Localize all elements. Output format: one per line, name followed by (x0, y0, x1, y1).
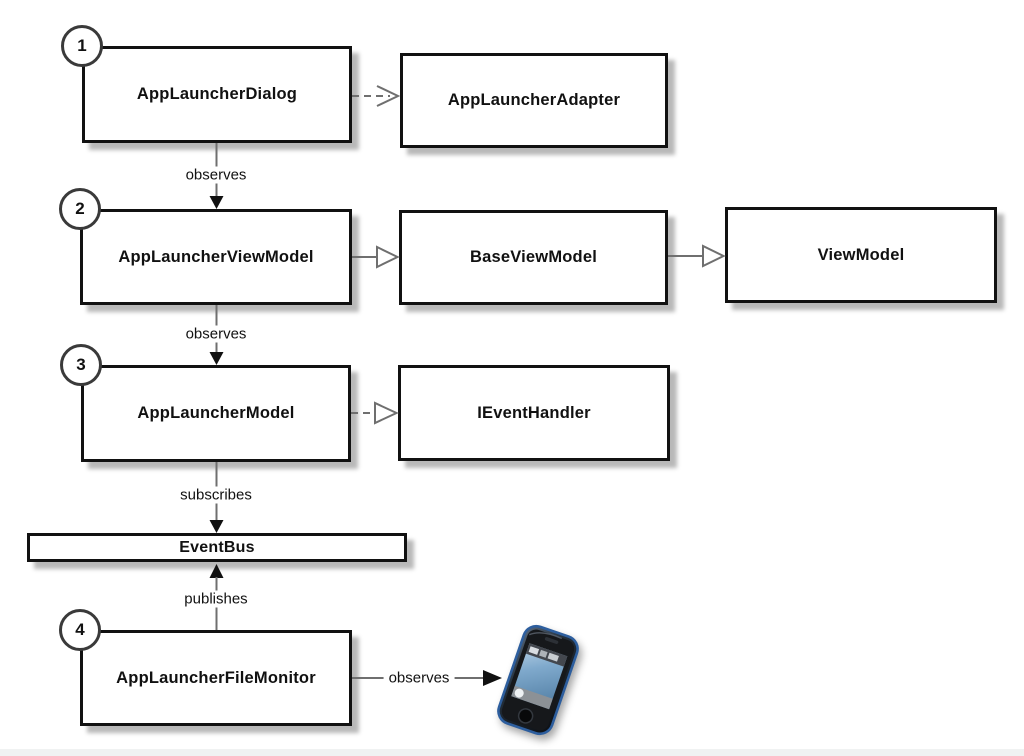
edge-label-observes-1: observes (180, 166, 252, 184)
class-name: ViewModel (817, 245, 905, 264)
edge-label-publishes: publishes (179, 590, 253, 608)
edge-label-subscribes: subscribes (175, 486, 257, 504)
edge-inheritance-viewmodel-baseviewmodel (352, 245, 400, 269)
step-badge-1: 1 (61, 25, 103, 67)
class-name: EventBus (179, 538, 255, 556)
bottom-strip (0, 749, 1024, 756)
edge-label-observes-3: observes (383, 669, 455, 687)
class-box-viewmodel: ViewModel (725, 207, 997, 303)
class-box-baseviewmodel: BaseViewModel (399, 210, 668, 305)
edge-inheritance-baseviewmodel-viewmodel (668, 244, 726, 268)
class-box-applauncheradapter: AppLauncherAdapter (400, 53, 668, 148)
step-badge-3: 3 (60, 344, 102, 386)
class-box-applauncherdialog: AppLauncherDialog (82, 46, 352, 143)
class-name: AppLauncherFileMonitor (116, 668, 316, 687)
class-box-eventbus: EventBus (27, 533, 407, 562)
class-box-applaunchermodel: AppLauncherModel (81, 365, 351, 462)
class-box-applauncherviewmodel: AppLauncherViewModel (80, 209, 352, 305)
class-name: AppLauncherAdapter (447, 91, 621, 109)
smartphone-icon (495, 622, 581, 738)
edge-realization-model-ieventhandler (351, 401, 399, 425)
class-box-ieventhandler: IEventHandler (398, 365, 670, 461)
step-badge-2: 2 (59, 188, 101, 230)
class-name: IEventHandler (477, 403, 591, 422)
class-name: AppLauncherViewModel (118, 247, 314, 266)
class-name: AppLauncherDialog (136, 85, 298, 103)
step-badge-4: 4 (59, 609, 101, 651)
class-name: BaseViewModel (469, 248, 597, 266)
edge-dependency-dialog-adapter (352, 85, 401, 107)
class-name: AppLauncherModel (137, 404, 295, 422)
edge-label-observes-2: observes (180, 325, 252, 343)
class-box-applauncherfilemonitor: AppLauncherFileMonitor (80, 630, 352, 726)
